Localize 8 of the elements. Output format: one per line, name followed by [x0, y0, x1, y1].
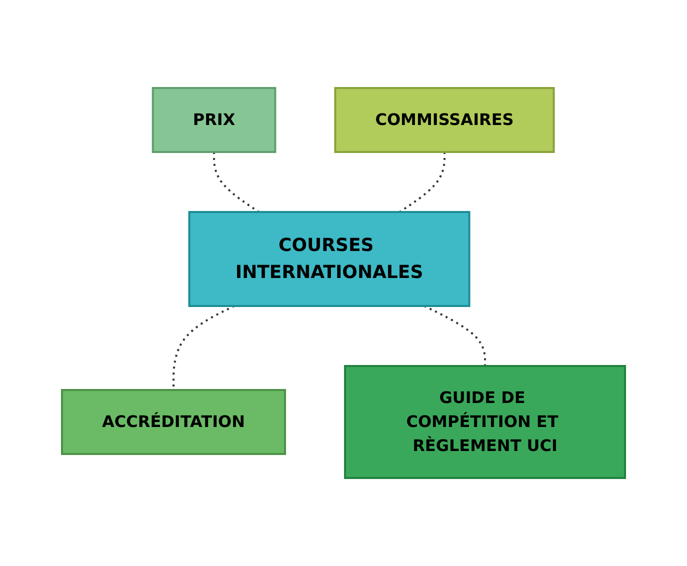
- connector: [424, 305, 486, 366]
- connector: [399, 152, 446, 213]
- node-box: GUIDE DE COMPÉTITION ET RÈGLEMENT UCI: [344, 365, 626, 479]
- node-box: ACCRÉDITATION: [60, 389, 286, 455]
- node-box: COURSES INTERNATIONALES: [188, 211, 470, 307]
- connector: [213, 152, 260, 213]
- node-box: COMMISSAIRES: [334, 87, 555, 153]
- node-box: PRIX: [152, 87, 276, 153]
